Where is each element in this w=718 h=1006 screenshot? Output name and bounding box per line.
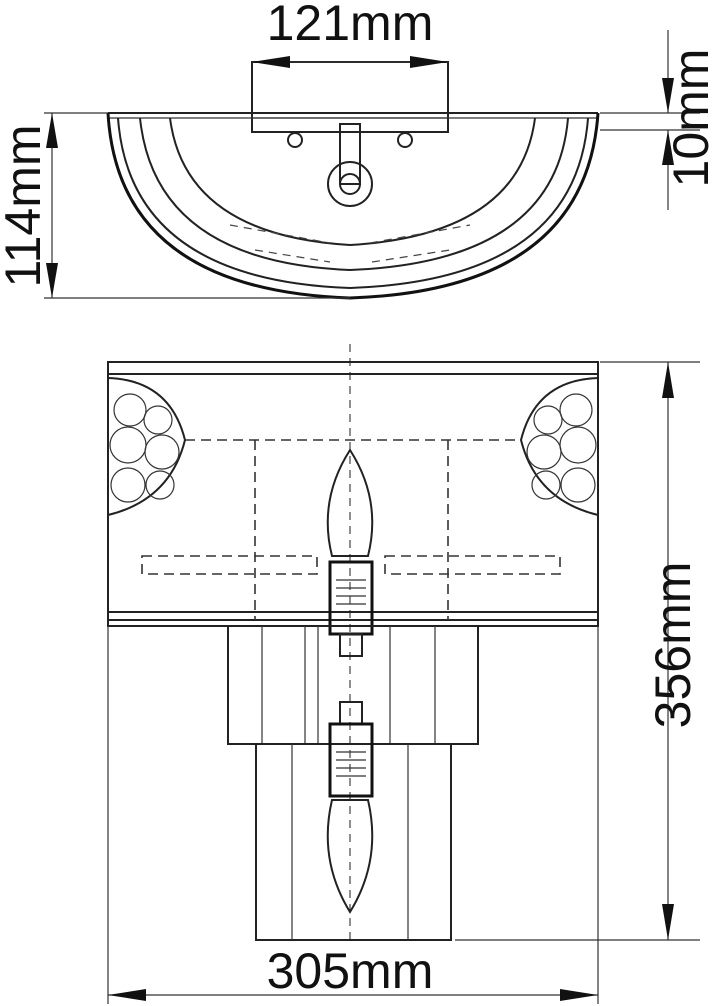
dim-121-arrow-left — [252, 56, 290, 68]
backplate — [251, 61, 449, 133]
dim-305-arrow-right — [560, 989, 598, 1001]
middle-shade-arc — [139, 117, 569, 272]
outer-shade-arc-inner — [117, 117, 589, 290]
lower-shade-tier — [227, 625, 479, 745]
arc-segments — [229, 224, 471, 244]
dim-10-label: 10mm — [663, 49, 718, 188]
pebble-pattern-left — [107, 377, 187, 516]
front-view: 356mm 305mm — [107, 344, 701, 1004]
outer-shade — [107, 373, 599, 621]
socket-bottom — [328, 722, 374, 798]
arc-segments-2 — [254, 249, 451, 263]
dim-10-arrow-top — [662, 78, 674, 113]
shade-top-band — [107, 361, 599, 375]
dim-114-label: 114mm — [0, 124, 51, 287]
screw-right — [397, 132, 413, 148]
dim-114-arrow-bottom — [46, 263, 58, 298]
dim-121-label: 121mm — [267, 0, 434, 51]
socket-bottom-base — [339, 701, 363, 725]
socket-bottom-thread — [336, 751, 366, 777]
inner-drum-ribs — [291, 744, 409, 940]
dim-10-arrow-bottom — [662, 130, 674, 165]
socket-top — [328, 560, 374, 636]
dim-356-arrow-top — [662, 362, 674, 398]
dim-305-arrow-left — [108, 989, 146, 1001]
socket-center — [339, 173, 361, 195]
socket-top-thread — [336, 579, 366, 605]
bulb-bottom — [326, 799, 374, 914]
dim-356-arrow-bottom — [662, 904, 674, 940]
top-view: 121mm 10mm 114mm — [0, 0, 718, 300]
inner-drum — [255, 743, 452, 941]
slot-left — [141, 555, 318, 575]
lower-shade-ribs — [261, 626, 436, 744]
slot-right — [384, 555, 561, 575]
bulb-top — [326, 448, 374, 557]
socket-ring — [327, 161, 373, 207]
dim-305-label: 305mm — [267, 943, 434, 999]
dim-114-arrow-top — [46, 113, 58, 148]
pebble-pattern-right — [519, 377, 599, 516]
arm — [339, 123, 361, 185]
screw-left — [287, 132, 303, 148]
dim-356-label: 356mm — [645, 562, 701, 729]
dim-121-arrow-right — [410, 56, 448, 68]
socket-top-base — [339, 633, 363, 657]
inner-shade-arc — [169, 117, 536, 247]
inner-shade-dashed-sides — [254, 440, 449, 620]
